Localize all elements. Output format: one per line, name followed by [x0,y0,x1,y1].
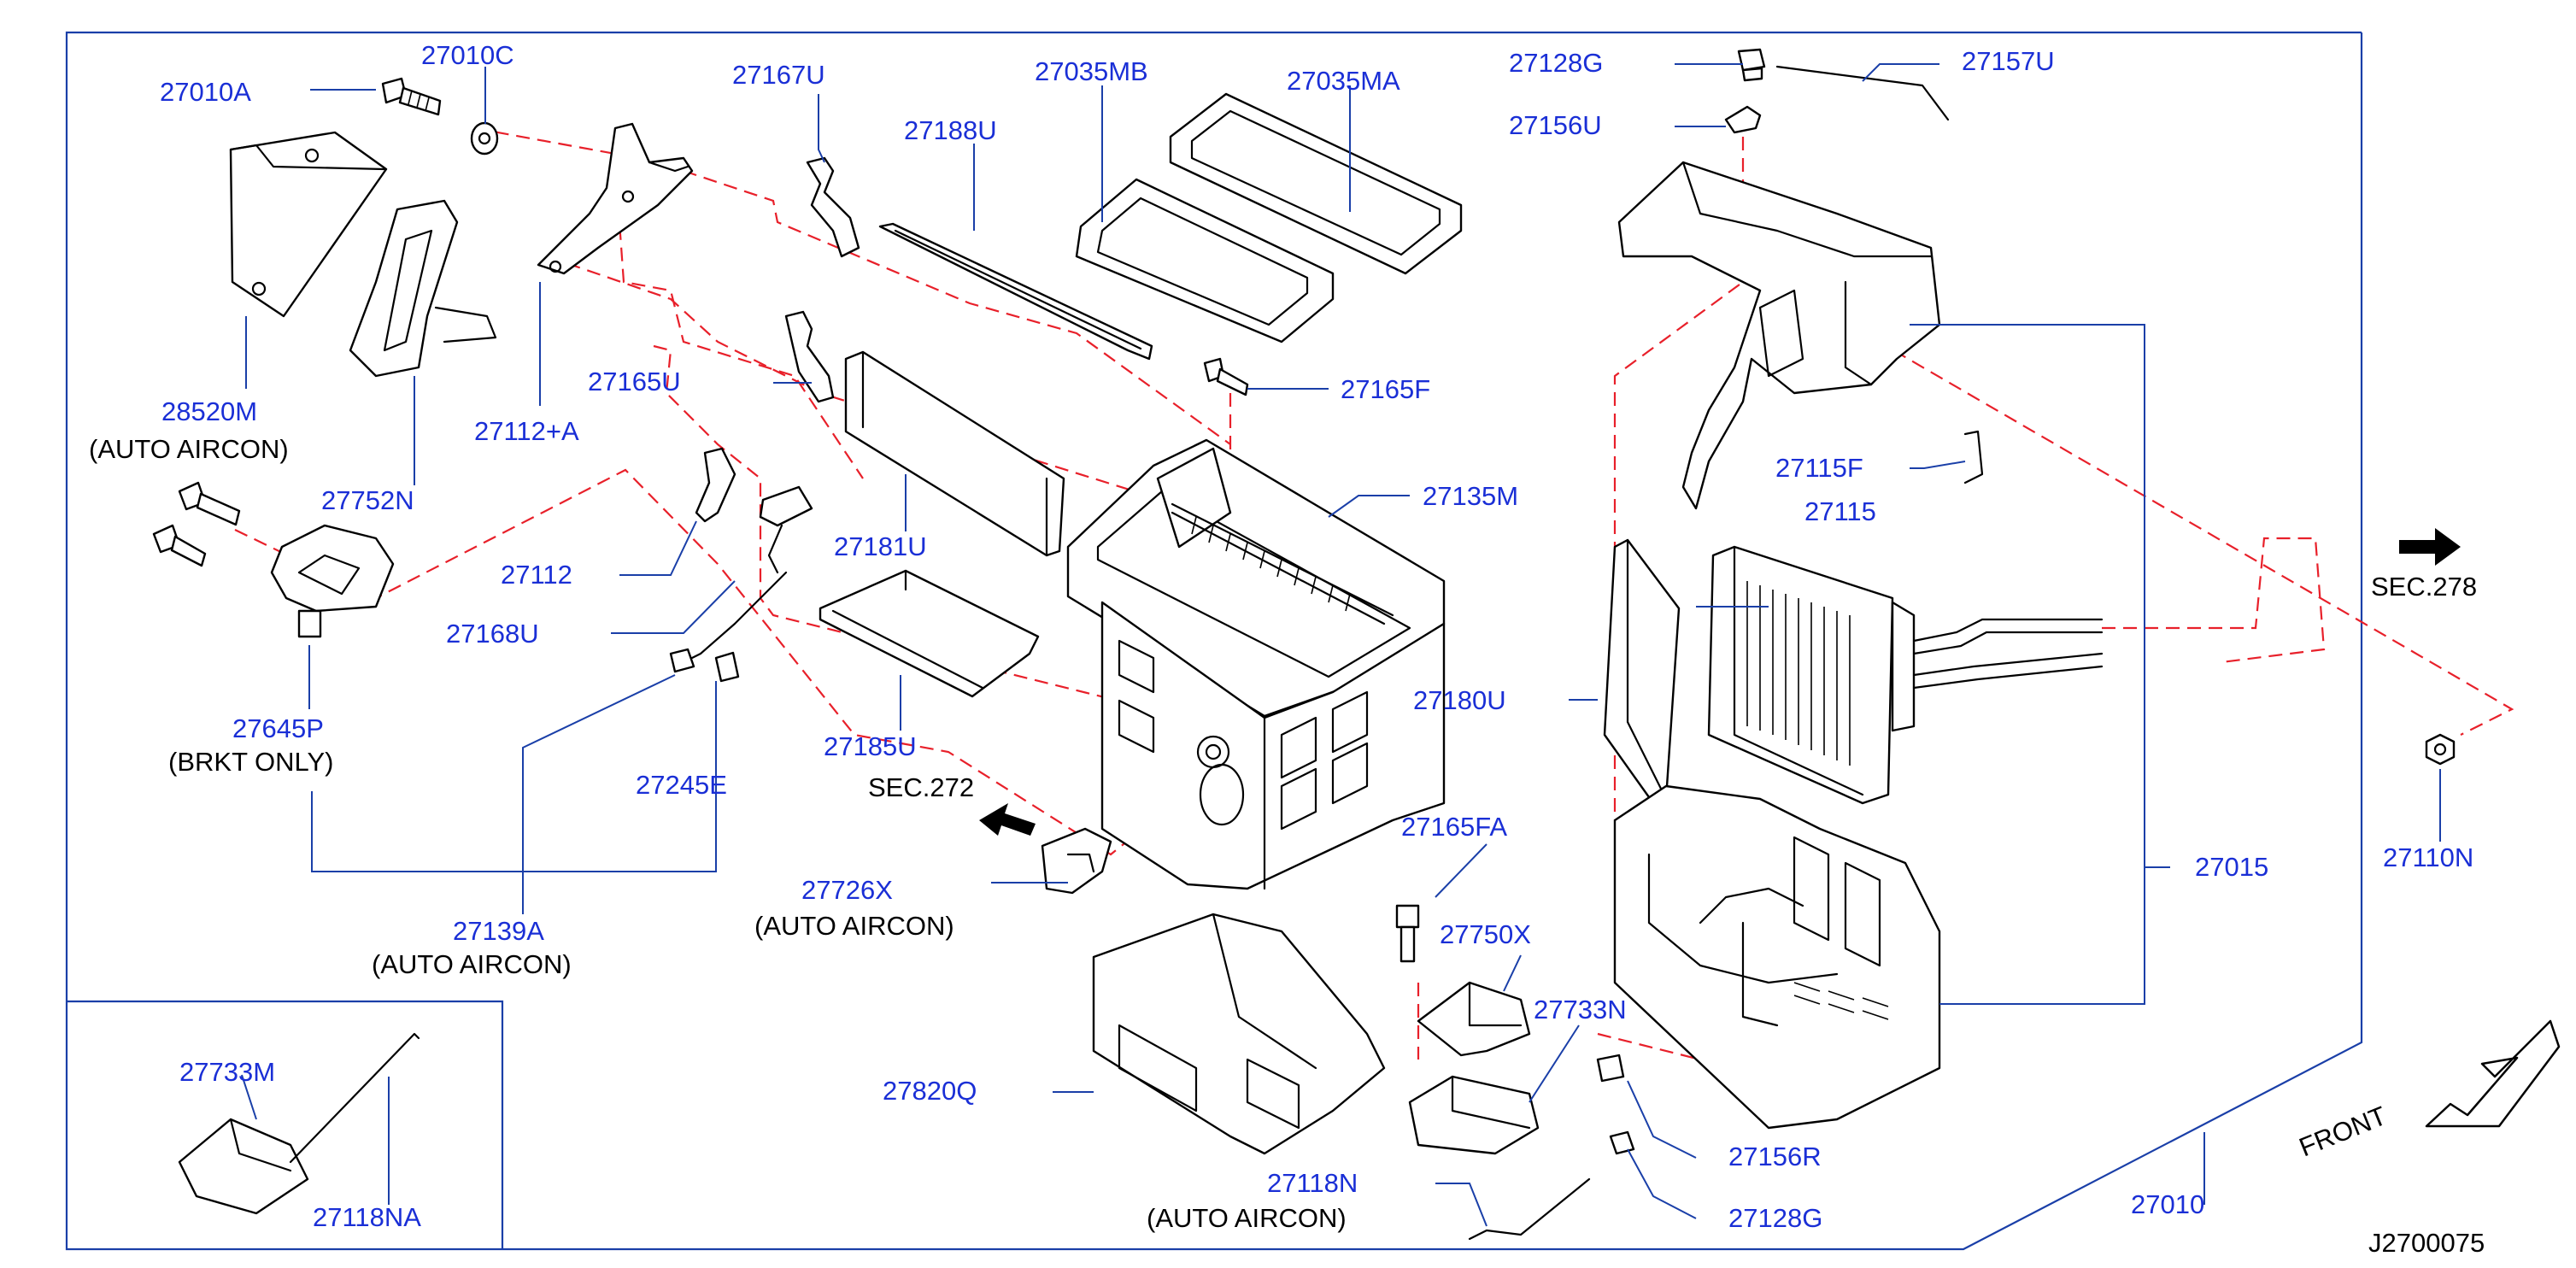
part-label-27156u[interactable]: 27156U [1509,110,1602,140]
gasket-27035ma [1169,92,1463,275]
part-label-27035ma[interactable]: 27035MA [1287,66,1400,96]
duct-27820q [1092,913,1386,1155]
part-label-27010a[interactable]: 27010A [160,77,251,107]
connector-27128g-bottom [1609,1130,1635,1155]
heater-case-lower [1613,784,1941,1130]
heater-case-upper [1617,161,1941,510]
diagram-border [65,31,2363,1251]
part-label-27733m[interactable]: 27733M [179,1057,276,1087]
heater-core-fins [1746,581,1851,766]
part-label-27181u[interactable]: 27181U [834,531,927,561]
rod-27118na [289,1032,420,1164]
bolt-27010a [381,77,442,116]
control-module-27733n [1408,1075,1540,1155]
sensor-27726x [1041,827,1112,895]
part-note-27118n: (AUTO AIRCON) [1147,1203,1347,1233]
air-filter-27181u [844,350,1065,557]
nut-27110n [2425,733,2456,766]
blower-case [1100,601,1446,890]
door-seal-27188u [878,222,1153,361]
air-filter-27185u [819,569,1040,698]
part-note-27139a: (AUTO AIRCON) [372,949,572,979]
part-label-27726x[interactable]: 27726X [801,875,893,905]
section-reference-sec272[interactable]: SEC.272 [868,772,975,802]
front-arrow [2425,1019,2561,1128]
part-label-28520m[interactable]: 28520M [161,396,258,426]
part-label-27010[interactable]: 27010 [2131,1189,2205,1219]
part-label-27156r[interactable]: 27156R [1728,1142,1822,1171]
rod-27157u [1775,65,1950,121]
part-label-27115f[interactable]: 27115F [1775,453,1863,483]
part-label-27035mb[interactable]: 27035MB [1035,56,1148,86]
washer-27010c [470,121,499,156]
rod-27118n [1468,1177,1591,1241]
clip-27115f [1963,430,1984,484]
drawing-number: J2700075 [2368,1228,2485,1258]
sec278-arrow [2399,528,2461,566]
part-label-27245e[interactable]: 27245E [636,770,727,800]
sec272-arrow [979,803,1036,836]
part-label-27820q[interactable]: 27820Q [883,1076,977,1106]
auto-amp-unit-28520m [229,131,388,318]
part-label-27188u[interactable]: 27188U [904,115,997,145]
part-label-27185u[interactable]: 27185U [824,731,917,761]
part-label-27128g-top[interactable]: 27128G [1509,48,1604,78]
bolt-27165fa [1395,904,1420,963]
section-reference-sec278[interactable]: SEC.278 [2371,572,2478,602]
part-label-27015[interactable]: 27015 [2195,852,2269,882]
part-label-27010c[interactable]: 27010C [421,40,514,70]
inset-box-border [67,1000,504,1249]
part-label-27135m[interactable]: 27135M [1423,481,1519,511]
plate-27156r [1596,1054,1625,1083]
part-label-27112a[interactable]: 27112+A [474,416,579,446]
part-label-27118n[interactable]: 27118N [1267,1168,1358,1198]
part-label-27750x[interactable]: 27750X [1440,919,1531,949]
part-label-27180u[interactable]: 27180U [1413,685,1506,715]
intake-grille [1191,516,1351,612]
part-label-27168u[interactable]: 27168U [446,619,539,649]
harness-27168u [669,485,813,683]
plate-27156u [1724,105,1762,134]
part-label-27118na[interactable]: 27118NA [313,1202,421,1232]
bolt-27165f [1203,357,1249,396]
part-label-27165fa[interactable]: 27165FA [1401,812,1508,842]
part-label-27157u[interactable]: 27157U [1962,46,2055,76]
part-label-27733n[interactable]: 27733N [1534,995,1627,1024]
screw-left-lower [152,524,207,567]
link-27165u [784,310,835,403]
part-label-27112[interactable]: 27112 [501,560,572,590]
part-note-27726x: (AUTO AIRCON) [754,911,954,941]
part-label-27645p[interactable]: 27645P [232,713,324,743]
bracket-27752n [349,199,497,378]
part-label-27165f[interactable]: 27165F [1341,374,1431,404]
lower-case-grille [1793,982,1889,1020]
part-label-27165u[interactable]: 27165U [588,367,681,396]
part-label-27752n[interactable]: 27752N [321,485,414,515]
screw-left-upper [178,481,241,526]
part-label-27128g-bottom[interactable]: 27128G [1728,1203,1823,1233]
link-27167u [806,156,860,258]
link-27112 [695,447,736,523]
part-label-27167u[interactable]: 27167U [732,60,825,90]
part-label-27110n[interactable]: 27110N [2383,842,2474,872]
link-lever-27112a [537,122,694,275]
heater-core-27115 [1707,545,2104,805]
gasket-27035mb [1075,178,1335,343]
part-note-27645p: (BRKT ONLY) [168,747,334,777]
leader-lines [241,63,2441,1227]
part-label-27115[interactable]: 27115 [1804,496,1876,526]
bracket-27645p [270,524,395,638]
part-note-28520m: (AUTO AIRCON) [89,434,289,464]
part-label-27139a[interactable]: 27139A [453,916,544,946]
bracket-27733m [178,1118,309,1215]
bracket-27750x [1417,981,1531,1057]
